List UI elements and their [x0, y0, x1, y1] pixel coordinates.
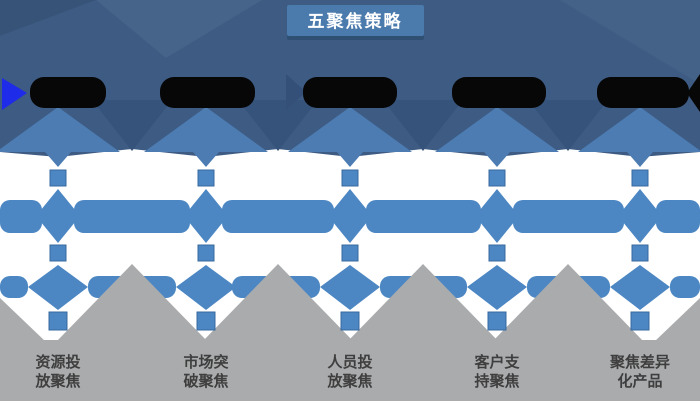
chain-node-diamond — [475, 189, 519, 243]
column-label: 市场突 破聚焦 — [183, 353, 228, 390]
chain-node-square — [488, 244, 506, 262]
chain-node-square — [630, 311, 650, 331]
chain-node-square — [49, 169, 67, 187]
title-badge-face — [287, 5, 424, 36]
column-funnel-triangle — [435, 107, 559, 167]
chain-node-diamond — [28, 265, 88, 310]
chain-row-e — [48, 311, 650, 331]
chain-row-c — [49, 244, 649, 262]
chain-node-square — [196, 311, 216, 331]
column-label-line2: 破聚焦 — [183, 372, 228, 390]
header-facet-right — [560, 0, 700, 84]
redacted-item — [30, 77, 106, 108]
chain-node-square — [631, 169, 649, 187]
column-label-line2: 持聚焦 — [474, 372, 519, 390]
redacted-item — [452, 77, 546, 108]
mountain-right-slope — [654, 298, 700, 342]
chain-node-square — [197, 244, 215, 262]
column-funnel-triangle — [288, 107, 412, 167]
redacted-item — [597, 77, 689, 108]
chain-node-diamond — [184, 189, 228, 243]
column-label-line2: 化产品 — [617, 372, 662, 390]
band-segment — [74, 200, 190, 233]
column-label-line1: 市场突 — [183, 353, 228, 371]
redacted-item — [160, 77, 255, 108]
chain-node-square — [48, 311, 68, 331]
wave-band-1 — [0, 189, 700, 243]
mountain-peak — [492, 264, 644, 342]
column-funnel-triangle — [578, 107, 700, 167]
column-labels: 资源投 放聚焦 市场突 破聚焦 人员投 放聚焦 客户支 持聚焦 聚焦差异 化产品 — [34, 353, 670, 390]
chain-node-square — [341, 169, 359, 187]
arrowhead-left-icon — [687, 74, 700, 112]
dark-wedge — [238, 100, 318, 151]
band-segment — [0, 200, 42, 233]
redacted-strategy-items — [2, 74, 700, 112]
column-label-line1: 资源投 — [35, 353, 80, 371]
column-label-line2: 放聚焦 — [326, 372, 372, 390]
column-label: 资源投 放聚焦 — [34, 353, 80, 390]
mountain-peak — [347, 264, 499, 342]
column-funnel-triangles — [0, 107, 700, 167]
column-label-line2: 放聚焦 — [34, 372, 80, 390]
mountain-peak — [56, 264, 208, 342]
play-arrow-icon — [2, 78, 27, 110]
chain-node-diamond — [610, 265, 670, 310]
column-label: 聚焦差异 化产品 — [609, 353, 670, 390]
band-segment — [366, 200, 481, 233]
chain-node-square — [197, 169, 215, 187]
chain-node-diamond — [618, 189, 662, 243]
redacted-item — [303, 77, 397, 108]
band-segment — [222, 200, 334, 233]
chain-node-square — [340, 311, 360, 331]
header-facet-dark — [0, 0, 96, 36]
chain-node-square — [631, 244, 649, 262]
chain-node-diamond — [176, 265, 236, 310]
mountain-peak — [202, 264, 354, 342]
chain-node-diamond — [328, 189, 372, 243]
chain-node-diamond — [36, 189, 80, 243]
page-title: 五聚焦策略 — [308, 11, 403, 31]
column-label-line1: 人员投 — [327, 353, 372, 371]
chain-node-square — [49, 244, 67, 262]
column-funnel-triangle — [0, 107, 120, 167]
column-funnel-triangle — [144, 107, 268, 167]
chain-node-square — [487, 311, 507, 331]
mountain-base — [0, 340, 700, 401]
dark-wedge — [92, 100, 172, 151]
chevron-right-icon — [286, 74, 306, 110]
header-facet-light — [96, 0, 262, 58]
mountain-silhouette — [0, 264, 700, 401]
title-badge: 五聚焦策略 — [287, 5, 424, 40]
column-label: 人员投 放聚焦 — [326, 353, 372, 390]
chain-node-diamond — [320, 265, 380, 310]
mountain-left-slope — [0, 298, 46, 342]
band-segment — [513, 200, 624, 233]
band-segment — [0, 276, 28, 298]
chain-node-diamond — [467, 265, 527, 310]
chain-node-square — [488, 169, 506, 187]
column-label-line1: 客户支 — [473, 353, 520, 371]
band-segment — [670, 276, 700, 298]
band-segment — [656, 200, 700, 233]
chain-row-a — [49, 169, 649, 187]
column-label: 客户支 持聚焦 — [473, 353, 520, 390]
column-label-line1: 聚焦差异 — [609, 353, 670, 371]
dark-wedge — [383, 100, 463, 151]
chain-node-square — [341, 244, 359, 262]
dark-wedge — [528, 100, 608, 151]
